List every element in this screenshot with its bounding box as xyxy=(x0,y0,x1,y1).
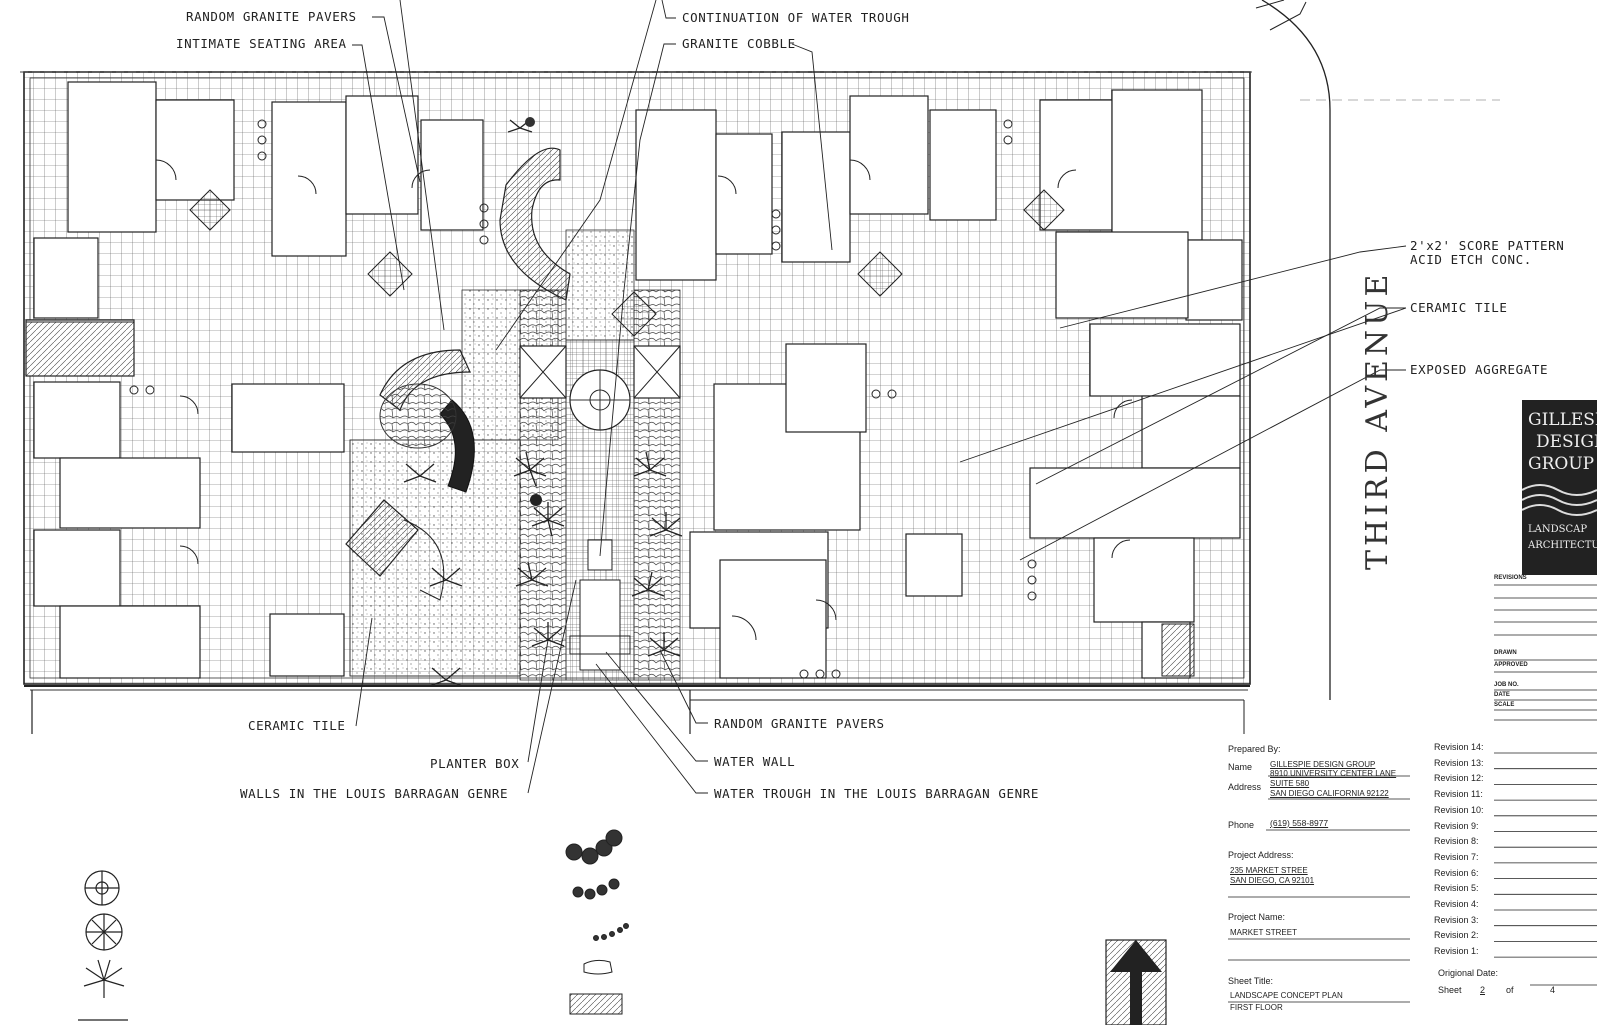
revision-row: Revision 3: xyxy=(1434,914,1479,925)
revision-row: Revision 14: xyxy=(1434,742,1484,752)
phone-value: (619) 558-8977 xyxy=(1270,818,1329,828)
label-intimate-seating-area: INTIMATE SEATING AREA xyxy=(176,36,347,51)
side-approved-label: APPROVED xyxy=(1494,662,1528,668)
label-ceramic-tile-bottom: CERAMIC TILE xyxy=(248,718,346,733)
revision-row: Revision 6: xyxy=(1434,867,1479,878)
label-score-pattern: 2'x2' SCORE PATTERN xyxy=(1410,238,1565,253)
project-address-line-2: SAN DIEGO, CA 92101 xyxy=(1230,876,1315,885)
address-line-1: 8910 UNIVERSITY CENTER LANE xyxy=(1270,769,1397,778)
label-planter-box: PLANTER BOX xyxy=(430,756,520,771)
of-label: of xyxy=(1506,985,1514,995)
revision-row: Revision 5: xyxy=(1434,883,1479,894)
address-line-2: SUITE 580 xyxy=(1270,779,1310,788)
address-label: Address xyxy=(1228,782,1262,792)
logo-line-4: LANDSCAP xyxy=(1528,524,1588,535)
label-ceramic-tile-right: CERAMIC TILE xyxy=(1410,300,1508,315)
label-exposed-aggregate: EXPOSED AGGREGATE xyxy=(1410,362,1549,377)
label-walls-louis-barragan: WALLS IN THE LOUIS BARRAGAN GENRE xyxy=(240,786,509,801)
project-name-value: MARKET STREET xyxy=(1230,928,1297,937)
firm-logo: GILLESPI DESIGN GROUP IN LANDSCAP ARCHIT… xyxy=(1522,400,1597,575)
side-job-no-label: JOB NO. xyxy=(1494,682,1519,688)
revision-row: Revision 4: xyxy=(1434,899,1479,909)
logo-line-2: DESIGN xyxy=(1536,432,1597,452)
revision-row: Revision 8: xyxy=(1434,836,1479,847)
label-continuation-of-water-trough: CONTINUATION OF WATER TROUGH xyxy=(682,10,910,25)
label-water-wall: WATER WALL xyxy=(714,754,796,769)
label-random-granite-pavers-top: RANDOM GRANITE PAVERS xyxy=(186,9,357,24)
name-value: GILLESPIE DESIGN GROUP xyxy=(1270,760,1376,769)
phone-label: Phone xyxy=(1228,820,1255,830)
sheet-title-line-2: FIRST FLOOR xyxy=(1230,1003,1283,1012)
revision-row: Revision 12: xyxy=(1434,773,1484,784)
project-name-label: Project Name: xyxy=(1228,912,1286,922)
side-revisions-label: REVISIONS xyxy=(1494,575,1527,581)
sheet-total: 4 xyxy=(1550,985,1556,995)
sheet-number: 2 xyxy=(1480,985,1486,995)
sheet-title-label: Sheet Title: xyxy=(1228,976,1274,986)
sheet-label: Sheet xyxy=(1438,985,1462,995)
revision-row: Revision 2: xyxy=(1434,930,1479,941)
label-acid-etch: ACID ETCH CONC. xyxy=(1410,252,1532,267)
logo-line-1: GILLESPI xyxy=(1528,410,1597,430)
revision-row: Revision 13: xyxy=(1434,757,1484,768)
name-label: Name xyxy=(1228,762,1253,772)
side-drawn-label: DRAWN xyxy=(1494,650,1517,656)
label-granite-cobble: GRANITE COBBLE xyxy=(682,36,796,51)
logo-wave-icon xyxy=(1522,484,1597,516)
side-date-label: DATE xyxy=(1494,692,1510,698)
address-line-3: SAN DIEGO CALIFORNIA 92122 xyxy=(1270,789,1389,798)
logo-line-3: GROUP IN xyxy=(1528,454,1597,474)
label-random-granite-pavers-bottom: RANDOM GRANITE PAVERS xyxy=(714,716,885,731)
revision-row: Revision 10: xyxy=(1434,804,1484,815)
sheet-title-line-1: LANDSCAPE CONCEPT PLAN xyxy=(1230,991,1343,1000)
street-name: THIRD AVENUE xyxy=(1360,270,1395,570)
logo-line-5: ARCHITECTU xyxy=(1528,540,1597,551)
original-date-label: Origional Date: xyxy=(1438,968,1499,978)
prepared-by-label: Prepared By: xyxy=(1228,744,1281,754)
revision-row: Revision 9: xyxy=(1434,820,1479,831)
revision-row: Revision 7: xyxy=(1434,851,1479,862)
revision-row: Revision 1: xyxy=(1434,946,1479,957)
project-address-label: Project Address: xyxy=(1228,850,1294,860)
label-water-trough-louis-barragan: WATER TROUGH IN THE LOUIS BARRAGAN GENRE xyxy=(714,786,1040,801)
side-scale-label: SCALE xyxy=(1494,702,1515,708)
revision-row: Revision 11: xyxy=(1434,789,1483,800)
project-address-line-1: 235 MARKET STREE xyxy=(1230,866,1308,875)
